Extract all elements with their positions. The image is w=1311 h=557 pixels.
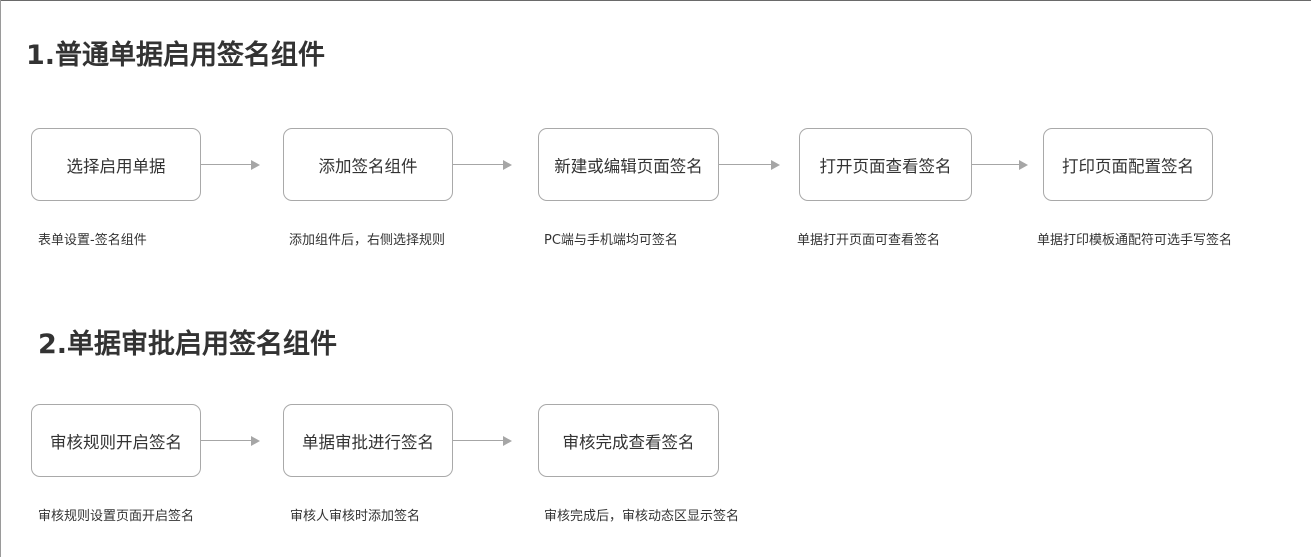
step-create-edit-sign[interactable]: 新建或编辑页面签名 [538,128,719,201]
section-2-title: 2.单据审批启用签名组件 [38,329,338,360]
note-select-document: 表单设置-签名组件 [38,233,147,248]
flow-arrow-1-3 [719,160,780,170]
section-1-title: 1.普通单据启用签名组件 [26,40,326,71]
note-add-signature-component: 添加组件后，右侧选择规则 [289,233,446,248]
step-add-signature-component[interactable]: 添加签名组件 [283,128,453,201]
flow-arrow-2-2 [453,436,512,446]
flow-arrow-2-1 [201,436,260,446]
step-approve-and-sign[interactable]: 单据审批进行签名 [283,404,453,477]
note-create-edit-sign: PC端与手机端均可签名 [544,233,678,248]
step-open-view-signature[interactable]: 打开页面查看签名 [799,128,972,201]
step-enable-audit-signature[interactable]: 审核规则开启签名 [31,404,201,477]
note-audit-complete-view: 审核完成后，审核动态区显示签名 [544,509,740,524]
flow-arrow-1-2 [453,160,512,170]
note-enable-audit-signature: 审核规则设置页面开启签名 [38,509,195,524]
note-print-config-signature: 单据打印模板通配符可选手写签名 [1037,233,1233,248]
step-print-config-signature[interactable]: 打印页面配置签名 [1043,128,1213,201]
frame-top-border [0,0,1311,1]
step-audit-complete-view[interactable]: 审核完成查看签名 [538,404,719,477]
flow-arrow-1-4 [972,160,1028,170]
step-select-document[interactable]: 选择启用单据 [31,128,201,201]
note-open-view-signature: 单据打开页面可查看签名 [797,233,941,248]
flow-arrow-1-1 [201,160,260,170]
note-approve-and-sign: 审核人审核时添加签名 [290,509,421,524]
frame-left-border [0,0,1,557]
